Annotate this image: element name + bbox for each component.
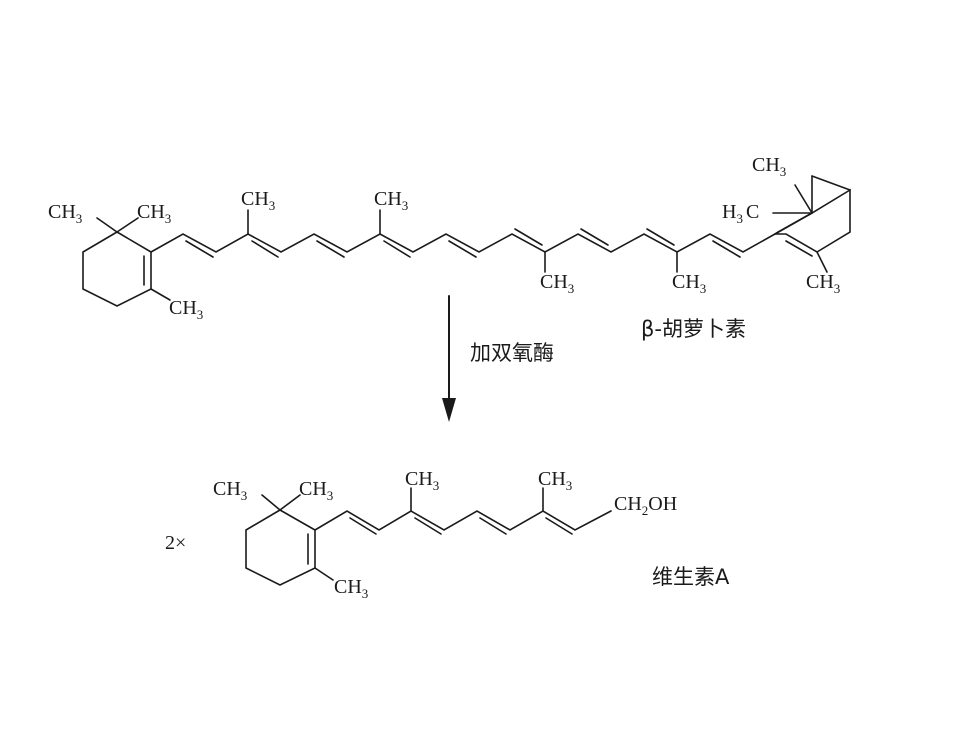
bond: [96, 217, 118, 233]
bond: [545, 517, 573, 535]
text: 3: [362, 586, 369, 601]
vitamin-a-structure: 2× CH3 CH3 CH3 CH3 CH3 CH2OH 维生素A: [165, 468, 730, 601]
text: CH: [614, 493, 642, 515]
text: CH: [538, 468, 566, 490]
methyl-label: CH3: [540, 271, 574, 296]
bond: [811, 175, 851, 191]
bond: [185, 240, 214, 258]
text: 3: [76, 211, 83, 226]
bond: [116, 217, 139, 233]
text: 3: [834, 281, 841, 296]
bond: [383, 240, 411, 258]
methyl-label: CH3: [672, 271, 706, 296]
bond: [150, 288, 171, 301]
right-ring-double-bond: [785, 240, 813, 257]
beta-carotene-name: β-胡萝卜素: [641, 317, 746, 341]
bond: [580, 228, 609, 246]
polyene-chain: [150, 233, 776, 253]
methyl-label: CH3: [374, 188, 408, 213]
bond: [712, 240, 741, 258]
text: CH: [241, 188, 269, 210]
vitamin-a-name: 维生素A: [652, 565, 730, 589]
shape: [442, 398, 456, 422]
text: CH: [672, 271, 700, 293]
methyl-label: CH3: [241, 188, 275, 213]
text: 3: [566, 478, 573, 493]
text: 3: [197, 307, 204, 322]
text: CH: [334, 576, 362, 598]
methyl-label: CH3: [299, 478, 333, 503]
text: CH: [806, 271, 834, 293]
bond: [646, 228, 675, 246]
text: 2: [642, 503, 649, 518]
text: 3: [269, 198, 276, 213]
text: 3: [568, 281, 575, 296]
text: H: [722, 201, 736, 223]
text: OH: [648, 493, 677, 515]
bond: [349, 517, 377, 535]
text: 3: [736, 211, 743, 226]
bond: [314, 567, 334, 581]
text: 3: [241, 488, 248, 503]
hydroxymethyl-label: CH2OH: [614, 493, 677, 518]
text: CH: [374, 188, 402, 210]
vitamin-a-chain: [314, 510, 612, 531]
text: CH: [137, 201, 165, 223]
enzyme-label: 加双氧酶: [470, 341, 554, 365]
stoichiometric-coefficient: 2×: [165, 532, 186, 554]
bond: [261, 494, 281, 511]
text: CH: [169, 297, 197, 319]
text: CH: [752, 154, 780, 176]
methyl-label: CH3: [405, 468, 439, 493]
methyl-label: CH3: [137, 201, 171, 226]
text: C: [746, 201, 759, 223]
bond: [279, 494, 301, 511]
methyl-label: CH3: [169, 297, 203, 322]
text: CH: [299, 478, 327, 500]
bond: [251, 240, 279, 258]
text: 3: [700, 281, 707, 296]
bond: [794, 184, 813, 214]
bond: [514, 228, 543, 246]
text: CH: [213, 478, 241, 500]
text: CH: [48, 201, 76, 223]
bond: [414, 517, 442, 535]
bond: [479, 517, 507, 535]
reaction-arrow: [442, 295, 456, 422]
methyl-label: CH3: [213, 478, 247, 503]
vitamin-a-ring: [245, 509, 316, 586]
text: CH: [405, 468, 433, 490]
bond: [774, 212, 813, 235]
bond: [816, 251, 828, 273]
text: 3: [165, 211, 172, 226]
text: 3: [780, 164, 787, 179]
text: 3: [327, 488, 334, 503]
methyl-label: CH3: [538, 468, 572, 493]
bond: [448, 240, 477, 258]
methyl-label: CH3: [806, 271, 840, 296]
methyl-label: CH3: [48, 201, 82, 226]
text: 3: [433, 478, 440, 493]
text: CH: [540, 271, 568, 293]
bond: [316, 240, 345, 258]
methyl-label: CH3: [752, 154, 786, 179]
text: 3: [402, 198, 409, 213]
methyl-label: CH3: [334, 576, 368, 601]
left-ring: [82, 231, 152, 307]
